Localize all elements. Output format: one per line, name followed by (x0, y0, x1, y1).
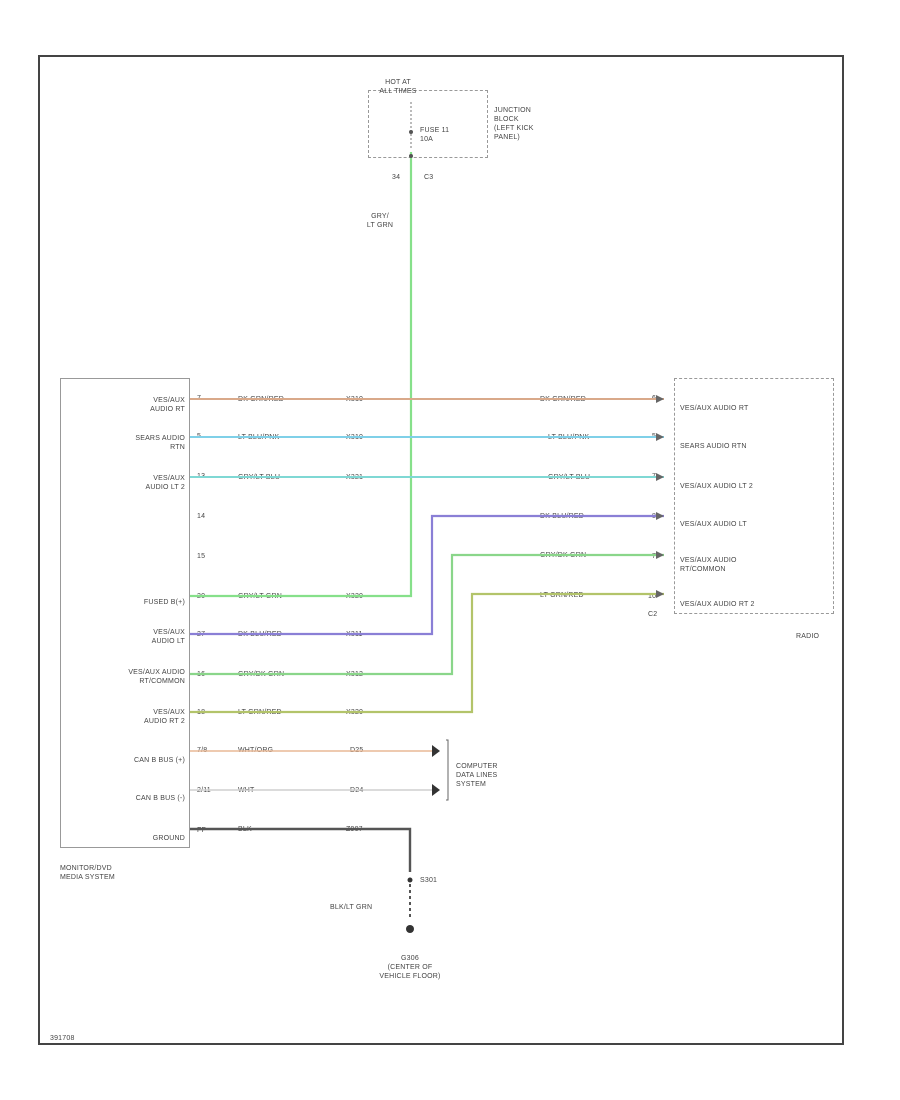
fuse-dot (409, 154, 413, 158)
splice-dot (407, 877, 413, 883)
wire-audio-lt (190, 514, 664, 636)
computer-data-lines-label: COMPUTER DATA LINES SYSTEM (456, 763, 498, 788)
right-pin-label: SEARS AUDIO RTN (680, 443, 747, 450)
ground-symbol (406, 925, 414, 933)
wire-fused-b (190, 152, 413, 598)
figure-id: 391708 (50, 1035, 75, 1042)
right-pin-label: VES/AUX AUDIO LT (680, 521, 747, 528)
splice-wire-color: BLK/LT GRN (330, 904, 373, 911)
left-pin-label: FUSED B(+) (143, 599, 185, 606)
arrow-icon (432, 784, 440, 796)
left-pin-label: CAN B BUS (-) (135, 795, 185, 802)
junction-block (368, 90, 488, 158)
left-pin-label: VES/AUX AUDIO RT/COMMON (128, 669, 185, 685)
right-connector: C2 (648, 611, 658, 618)
wire-color-label: LT GRN/RED (540, 592, 584, 599)
right-pin-label: VES/AUX AUDIO RT/COMMON (680, 557, 737, 573)
left-pin-label: VES/AUX AUDIO LT 2 (145, 475, 185, 491)
left-module-name: MONITOR/DVD MEDIA SYSTEM (60, 865, 115, 881)
pin-arrow-icon (656, 512, 664, 520)
left-pin-number: 14 (197, 513, 206, 520)
left-pin-number: 15 (197, 553, 206, 560)
left-pin-label: CAN B BUS (+) (133, 757, 185, 764)
pin-arrow-icon (656, 433, 664, 441)
right-pin-label: VES/AUX AUDIO RT (680, 405, 749, 412)
feed-wire-color: GRY/ LT GRN (366, 213, 394, 229)
right-pin-number: 7 (652, 553, 657, 560)
hot-at-label: HOT AT ALL TIMES (379, 79, 417, 95)
left-pin-label: VES/AUX AUDIO RT 2 (143, 709, 185, 725)
radio-module (674, 378, 834, 614)
right-pin-number: 10 (648, 593, 657, 600)
left-pin-label: GROUND (152, 835, 185, 842)
wire-common (190, 553, 664, 676)
computer-bracket (446, 739, 449, 801)
monitor-dvd-module (60, 378, 190, 848)
splice-label: S301 (420, 877, 438, 884)
arrow-icon (432, 745, 440, 757)
wire-ground (190, 827, 412, 872)
fuse-label: FUSE 11 10A (420, 127, 450, 143)
right-pin-label: VES/AUX AUDIO LT 2 (680, 483, 753, 490)
diagram-frame (38, 55, 844, 1045)
pin-arrow-icon (656, 473, 664, 481)
fuse-dot (409, 130, 413, 134)
right-pin-label: VES/AUX AUDIO RT 2 (680, 601, 755, 608)
pin-arrow-icon (656, 551, 664, 559)
left-pin-number: FP (197, 827, 207, 834)
left-pin-label: VES/AUX AUDIO RT (150, 397, 185, 413)
junction-pin: 34 (392, 174, 401, 181)
junction-connector: C3 (424, 174, 434, 181)
pin-arrow-icon (656, 395, 664, 403)
left-pin-label: VES/AUX AUDIO LT (151, 629, 185, 645)
junction-block-name: JUNCTION BLOCK (LEFT KICK PANEL) (494, 107, 534, 141)
wire-audio-rt2 (190, 592, 664, 714)
ground-point-label: G306 (CENTER OF VEHICLE FLOOR) (379, 955, 441, 980)
left-pin-label: SEARS AUDIO RTN (135, 435, 185, 451)
right-module-name: RADIO (796, 633, 820, 640)
pin-arrow-icon (656, 590, 664, 598)
